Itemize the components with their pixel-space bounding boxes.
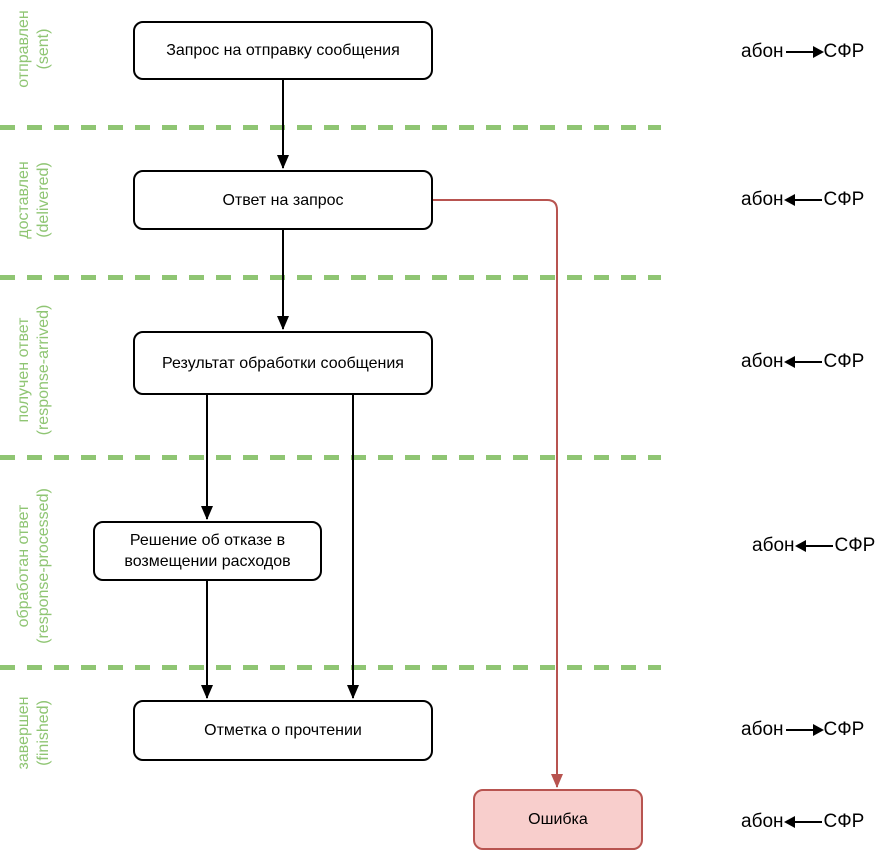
node-refusal-decision: Решение об отказе в возмещении расходов (93, 521, 322, 581)
lane-separator (0, 275, 661, 280)
lane-separator (0, 665, 661, 670)
io-to-label: СФР (823, 351, 865, 372)
direction-arrow-icon (794, 540, 833, 552)
io-row-sent: абон СФР (741, 39, 864, 65)
node-processing-result: Результат обработки сообщения (133, 331, 433, 395)
direction-arrow-icon (783, 194, 822, 206)
io-from-label: абон (741, 351, 784, 372)
direction-arrow-icon (785, 46, 824, 58)
direction-arrow-icon (785, 724, 824, 736)
node-label: Результат обработки сообщения (162, 354, 404, 372)
lane-label-en: (finished) (35, 700, 52, 766)
io-row-delivered: абон СФР (741, 187, 864, 213)
io-to-label: СФР (823, 811, 865, 832)
node-label: Отметка о прочтении (204, 722, 362, 739)
io-to-label: СФР (823, 41, 865, 62)
direction-arrow-icon (783, 356, 822, 368)
lane-label-ru: получен ответ (15, 317, 32, 423)
io-from-label: абон (741, 41, 784, 62)
node-error: Ошибка (473, 789, 643, 850)
node-label: Ответ на запрос (222, 191, 344, 209)
lane-label-response-arrived: получен ответ (response-arrived) (14, 270, 54, 470)
node-label: Решение об отказе в возмещении расходов (124, 532, 291, 570)
lane-separator (0, 125, 661, 130)
lane-label-en: (response-arrived) (35, 304, 52, 436)
io-row-error: абон СФР (741, 809, 864, 835)
node-label: Ошибка (528, 811, 588, 828)
node-request-send-message: Запрос на отправку сообщения (133, 21, 433, 80)
lane-label-finished: завершен (finished) (14, 633, 54, 833)
node-label: Запрос на отправку сообщения (166, 42, 400, 59)
lane-label-ru: завершен (15, 696, 32, 770)
io-to-label: СФР (823, 189, 865, 210)
io-row-finished: абон СФР (741, 717, 864, 743)
io-from-label: абон (741, 189, 784, 210)
io-row-response-arrived: абон СФР (741, 349, 864, 375)
io-from-label: абон (752, 535, 795, 556)
io-from-label: абон (741, 811, 784, 832)
lane-separator (0, 455, 661, 460)
node-read-receipt: Отметка о прочтении (133, 700, 433, 761)
io-to-label: СФР (834, 535, 876, 556)
io-row-response-processed: абон СФР (752, 533, 875, 559)
direction-arrow-icon (783, 816, 822, 828)
io-from-label: абон (741, 719, 784, 740)
node-response-to-request: Ответ на запрос (133, 170, 433, 230)
io-to-label: СФР (823, 719, 865, 740)
